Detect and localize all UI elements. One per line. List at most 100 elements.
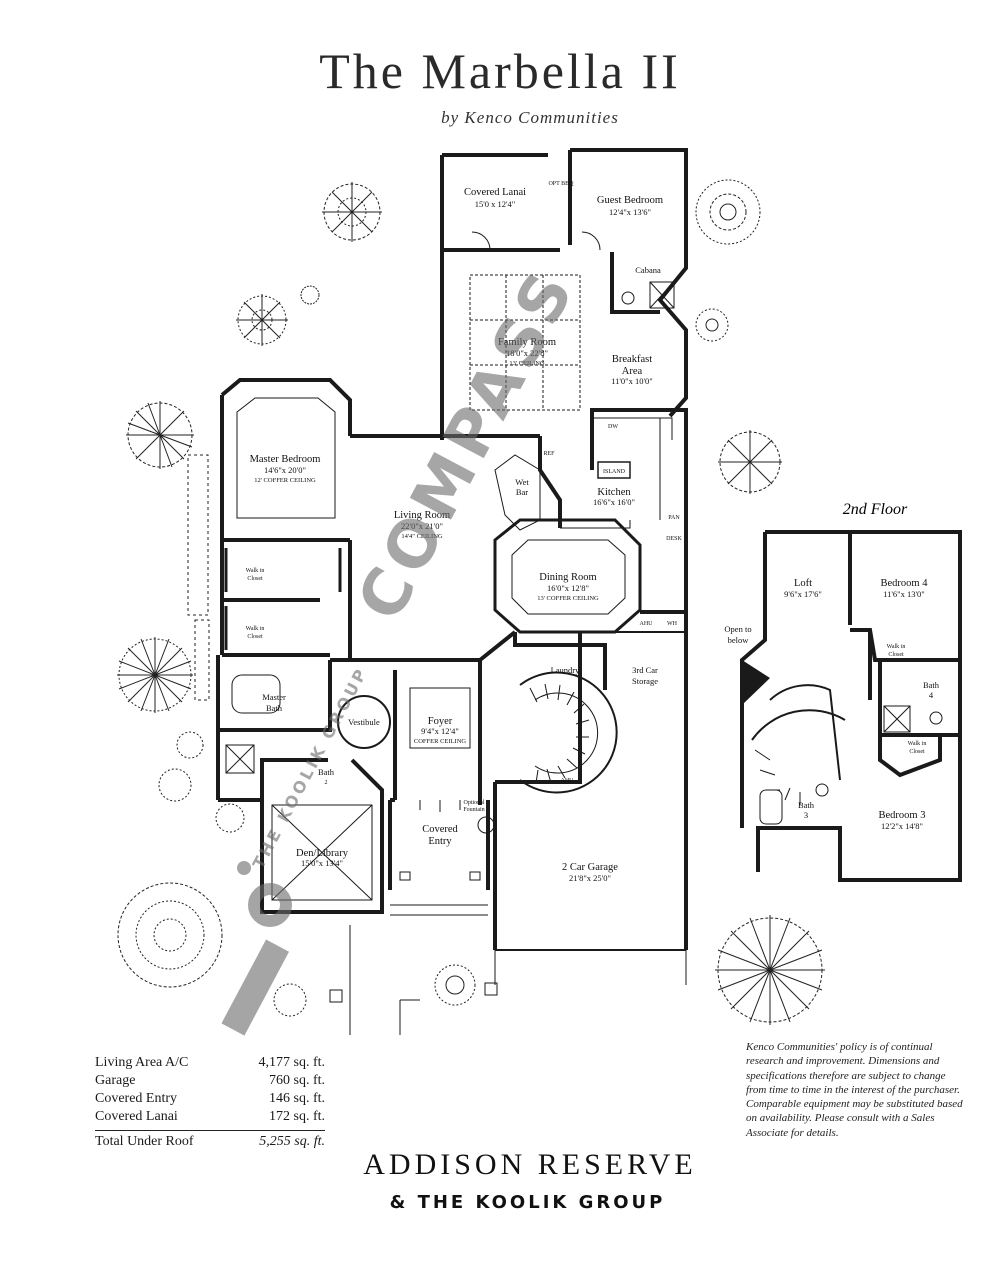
room-garage: 2 Car Garage [562,862,618,873]
plan-details [224,231,687,1035]
fixture-ahu-2: AHU [561,778,575,784]
room-walk-in-closet-4: Walk in [908,741,927,747]
room-breakfast-2: Area [622,366,643,377]
room-kitchen: Kitchen [597,487,631,498]
area-row: Living Area A/C 4,177 sq. ft. [95,1054,325,1072]
room-bedroom-3: Bedroom 3 [879,810,926,821]
room-wet-bar-2: Bar [516,487,528,497]
area-row: Garage 760 sq. ft. [95,1072,325,1090]
optional-fountain: Optional [464,800,485,806]
room-3rd-car: 3rd Car [632,665,658,675]
watermark-koolik-logo-icon [221,861,292,1036]
room-living-room: Living Room [394,510,450,521]
room-loft: Loft [794,578,812,589]
room-breakfast-dim: 11'0"x 10'0" [611,376,653,386]
area-label: Garage [95,1073,136,1088]
room-den-library: Den/Library [296,848,349,859]
room-bath-2b: 2 [325,780,328,786]
second-floor-walls [740,530,962,882]
room-dining-room-dim: 16'0"x 12'8" [547,583,589,593]
room-labels: Covered Lanai 15'0 x 12'4" Guest Bedroom… [246,181,940,883]
room-bedroom-4-dim: 11'6"x 13'0" [883,589,925,599]
area-label: Covered Entry [95,1091,178,1106]
room-family-room-dim: 18'0"x 22'8" [506,348,548,358]
room-covered-entry: Covered [422,824,458,835]
room-master-bath-2: Bath [266,703,283,713]
area-row: Covered Entry 146 sq. ft. [95,1090,325,1108]
room-walk-in-closet-2: Walk in [246,626,265,632]
stair-treads [529,683,590,784]
area-value: 172 sq. ft. [269,1109,325,1124]
area-total-value: 5,255 sq. ft. [259,1134,325,1149]
room-guest-bedroom: Guest Bedroom [597,195,663,206]
area-value: 4,177 sq. ft. [258,1055,326,1070]
fixture-dw: DW [608,424,618,430]
area-label: Living Area A/C [95,1055,189,1070]
room-foyer-dim: 9'4"x 12'4" [421,726,459,736]
room-3rd-car-2: Storage [632,676,658,686]
room-master-bedroom-dim: 14'6"x 20'0" [264,465,306,475]
room-dining-room: Dining Room [539,572,596,583]
room-loft-dim: 9'6"x 17'6" [784,589,822,599]
room-foyer-ceiling: COFFER CEILING [414,738,466,745]
room-den-library-dim: 15'0"x 13'4" [301,858,343,868]
room-bath-4b: 4 [929,690,934,700]
room-living-room-ceiling: 14'4" CEILING [401,533,442,540]
policy-note: Kenco Communities' policy is of continua… [746,1041,963,1139]
fixture-ref: REF [543,451,555,457]
page-subtitle: by Kenco Communities [441,108,619,127]
room-walk-in-closet-2b: Closet [247,634,263,640]
room-walk-in-closet-1: Walk in [246,568,265,574]
page-title: The Marbella II [319,43,681,99]
room-bedroom-4: Bedroom 4 [881,578,929,589]
room-laundry: Laundry [551,665,581,675]
fixture-opt-bbq: OPT BBQ [548,181,574,187]
room-foyer: Foyer [428,716,453,727]
brand-line-2: & THE KOOLIK GROUP [389,1192,666,1213]
landscape-trees [117,179,825,1025]
room-wet-bar: Wet [515,477,529,487]
second-floor-label: 2nd Floor [843,501,908,518]
brand-line-1: ADDISON RESERVE [363,1148,697,1181]
room-garage-dim: 21'8"x 25'0" [569,873,611,883]
room-walk-in-closet-4b: Closet [909,749,925,755]
area-row: Covered Lanai 172 sq. ft. [95,1108,325,1126]
area-table: Living Area A/C 4,177 sq. ft. Garage 760… [95,1054,325,1151]
room-guest-bedroom-dim: 12'4"x 13'6" [609,207,651,217]
room-vestibule: Vestibule [348,717,380,727]
room-covered-lanai-dim: 15'0 x 12'4" [475,199,516,209]
room-master-bedroom: Master Bedroom [250,454,321,465]
room-family-room-ceiling: 13' CEILING [509,360,545,367]
room-walk-in-closet-3b: Closet [888,652,904,658]
area-value: 146 sq. ft. [269,1091,325,1106]
room-walk-in-closet-1b: Closet [247,576,263,582]
room-open-below: Open to [724,624,751,634]
fixture-pan: PAN [668,515,680,521]
kitchen-island: ISLAND [603,469,626,475]
room-bedroom-3-dim: 12'2"x 14'8" [881,821,923,831]
area-total-row: Total Under Roof 5,255 sq. ft. [95,1130,325,1151]
room-family-room: Family Room [498,337,556,348]
area-label: Covered Lanai [95,1109,178,1124]
room-master-bedroom-ceiling: 12' COFFER CEILING [254,477,316,484]
room-covered-entry-2: Entry [428,836,452,847]
room-dining-room-ceiling: 13' COFFER CEILING [537,595,599,602]
room-bath-3: Bath [798,800,815,810]
room-master-bath: Master [262,692,286,702]
area-total-label: Total Under Roof [95,1134,194,1149]
room-bath-3b: 3 [804,810,808,820]
room-covered-lanai: Covered Lanai [464,187,526,198]
room-cabana: Cabana [635,265,661,275]
room-breakfast: Breakfast [612,354,652,365]
room-living-room-dim: 22'0"x 21'0" [401,521,443,531]
area-value: 760 sq. ft. [269,1073,325,1088]
room-open-below-2: below [728,635,750,645]
optional-fountain-2: Fountain [463,807,484,813]
room-bath-4: Bath [923,680,940,690]
room-bath-2: Bath [318,767,335,777]
second-floor-details [751,684,943,825]
room-walk-in-closet-3: Walk in [887,644,906,650]
fixture-desk: DESK [666,536,682,542]
room-kitchen-dim: 16'6"x 16'0" [593,497,635,507]
